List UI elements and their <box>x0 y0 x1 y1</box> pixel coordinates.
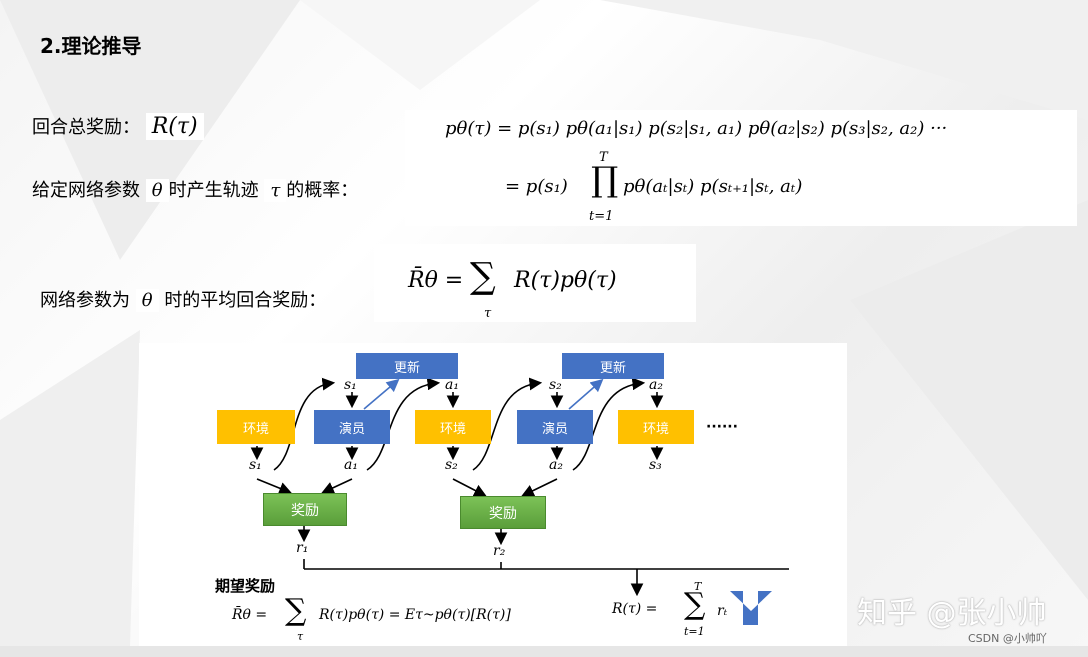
episode-reward-formula: R(τ) <box>145 113 204 140</box>
label-s3: s₃ <box>649 457 662 473</box>
actor-box-1: 演员 <box>314 410 390 444</box>
label-a2-top: a₂ <box>649 377 663 393</box>
label-s2-top: s₂ <box>549 377 562 393</box>
expected-sum-lower: τ <box>297 630 304 643</box>
equation-line-2-lhs: = p(s₁) <box>505 176 568 197</box>
section-title: 2.理论推导 <box>40 34 142 58</box>
theta-symbol: θ <box>145 179 169 202</box>
sum-lower: τ <box>484 306 492 321</box>
expected-formula-lhs: R̄θ = <box>232 607 268 623</box>
environment-box-2: 环境 <box>415 410 491 444</box>
label-s1-top: s₁ <box>344 377 357 393</box>
product-upper: T <box>599 150 608 165</box>
avg-reward-label-b: 时的平均回合奖励： <box>164 290 327 311</box>
trajectory-prob-label-a: 给定网络参数 <box>32 180 140 201</box>
reward-box-2: 奖励 <box>460 496 546 529</box>
equation-line-2-rhs: pθ(aₜ|sₜ) p(sₜ₊₁|sₜ, aₜ) <box>623 176 803 197</box>
theta-symbol-2: θ <box>135 289 159 312</box>
trajectory-prob-label-c: 的概率： <box>286 180 359 201</box>
avg-reward-label-a: 网络参数为 <box>40 290 130 311</box>
expected-reward-title: 期望奖励 <box>215 577 276 595</box>
trajectory-probability-equation: pθ(τ) = p(s₁) pθ(a₁|s₁) p(s₂|s₁, a₁) pθ(… <box>405 110 1077 226</box>
episode-reward-label: 回合总奖励： <box>32 117 140 138</box>
return-lhs: R(τ) = <box>612 601 658 617</box>
average-reward-equation: R̄θ = ∑ τ R(τ)pθ(τ) <box>374 244 696 322</box>
reward-box-1: 奖励 <box>263 493 347 526</box>
label-s2: s₂ <box>445 457 458 473</box>
improve-arrow-icon <box>730 591 772 625</box>
product-symbol: ∏ <box>591 160 619 200</box>
label-a2: a₂ <box>549 457 563 473</box>
actor-box-2: 演员 <box>517 410 593 444</box>
update-box-2: 更新 <box>562 353 664 379</box>
avg-lhs: R̄θ = <box>408 268 464 293</box>
label-a1-top: a₁ <box>445 377 459 393</box>
return-rhs: rₜ <box>717 603 728 619</box>
environment-box-3: 环境 <box>618 410 694 444</box>
csdn-source: CSDN @小帅吖 <box>968 632 1047 645</box>
trajectory-prob-label-b: 时产生轨迹 <box>168 180 259 201</box>
label-r2: r₂ <box>493 543 506 559</box>
return-upper: T <box>694 580 702 593</box>
rl-process-diagram: 更新 更新 环境 演员 环境 演员 环境 ······ s₁ a₁ s₂ a₂ … <box>139 343 847 646</box>
episode-reward-line: 回合总奖励： R(τ) <box>32 113 204 140</box>
zhihu-watermark: 知乎 @张小帅 <box>857 596 1047 631</box>
tau-symbol: τ <box>264 179 287 202</box>
update-box-1: 更新 <box>356 353 458 379</box>
avg-reward-line: 网络参数为 θ 时的平均回合奖励： <box>40 286 326 312</box>
bottom-bar <box>0 646 1088 657</box>
label-r1: r₁ <box>296 540 309 556</box>
label-s1: s₁ <box>249 457 262 473</box>
sum-symbol: ∑ <box>470 256 496 297</box>
diagram-arrows <box>250 377 789 625</box>
continuation-ellipsis: ······ <box>706 419 738 435</box>
product-lower: t=1 <box>589 209 614 224</box>
expected-sum-symbol: ∑ <box>285 593 307 628</box>
label-a1: a₁ <box>344 457 358 473</box>
environment-box-1: 环境 <box>217 410 295 444</box>
equation-line-1: pθ(τ) = p(s₁) pθ(a₁|s₁) p(s₂|s₁, a₁) pθ(… <box>445 118 948 139</box>
avg-rhs: R(τ)pθ(τ) <box>514 268 617 293</box>
return-lower: t=1 <box>684 625 705 638</box>
return-sum-symbol: ∑ <box>684 587 706 622</box>
expected-formula-rhs: R(τ)pθ(τ) = Eτ~pθ(τ)[R(τ)] <box>319 607 511 623</box>
